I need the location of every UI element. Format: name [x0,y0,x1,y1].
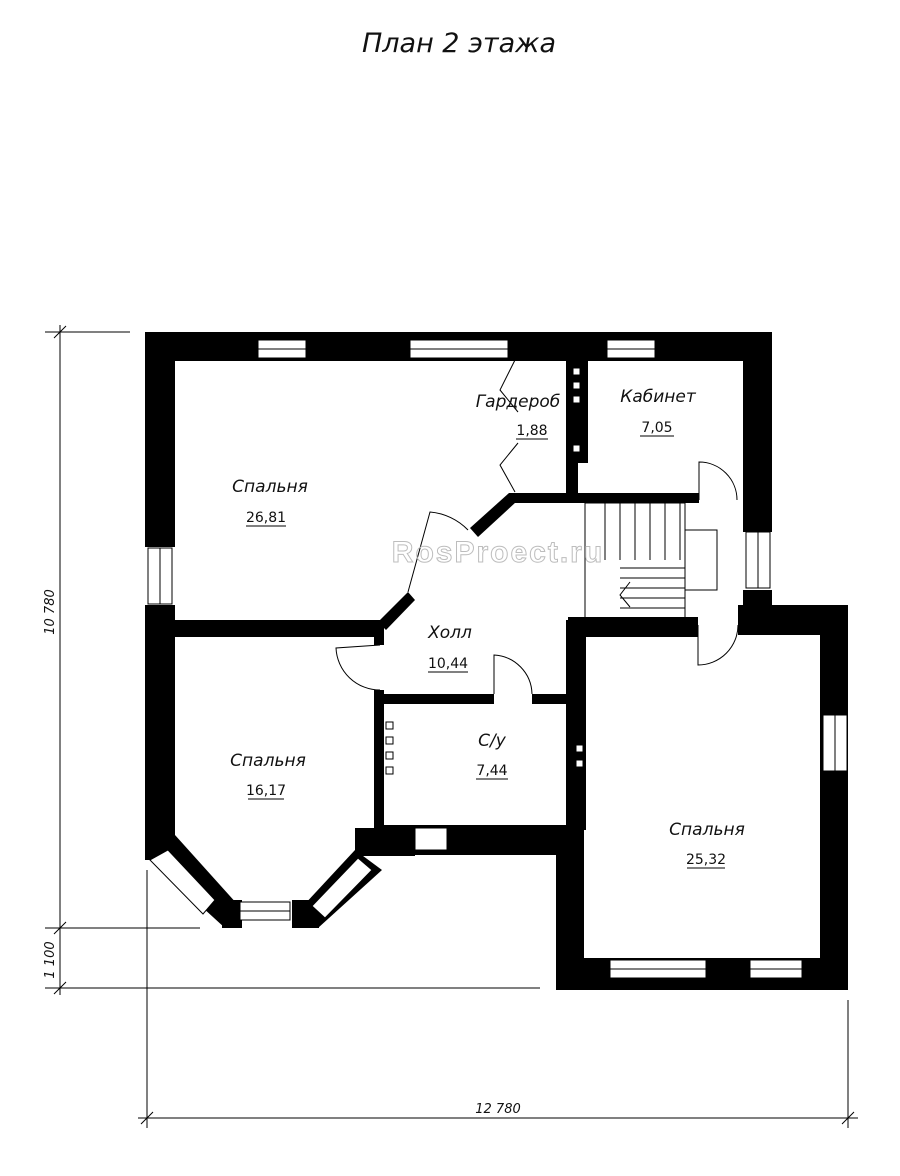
dimension-lines [45,325,858,1128]
room-area: 26,81 [246,510,286,526]
room-area: 1,88 [516,423,547,439]
room-name: Спальня [232,477,308,497]
room-name: С/у [478,731,507,751]
plan-title: План 2 этажа [362,28,556,59]
room-area: 7,05 [641,420,672,436]
room-name: Гардероб [476,392,561,412]
stairs [584,502,718,619]
room-name: Спальня [669,820,745,840]
room-area: 16,17 [246,783,286,799]
window-lines [159,348,836,970]
vent-blocks [385,367,584,775]
dimension-height-offset: 1 100 [43,941,58,978]
room-name: Кабинет [620,387,697,407]
room-name: Спальня [230,751,306,771]
watermark: RosProect.ru [392,536,604,569]
room-area: 25,32 [686,852,726,868]
windows [147,339,848,979]
walls [145,332,848,990]
room-labels: Спальня 26,81 Гардероб 1,88 Кабинет 7,05… [230,387,745,869]
doors [335,359,739,695]
room-name: Холл [427,623,472,643]
dimension-height-main: 10 780 [43,589,58,635]
dimension-width-total: 12 780 [475,1102,521,1117]
room-area: 10,44 [428,656,468,672]
room-area: 7,44 [476,763,507,779]
